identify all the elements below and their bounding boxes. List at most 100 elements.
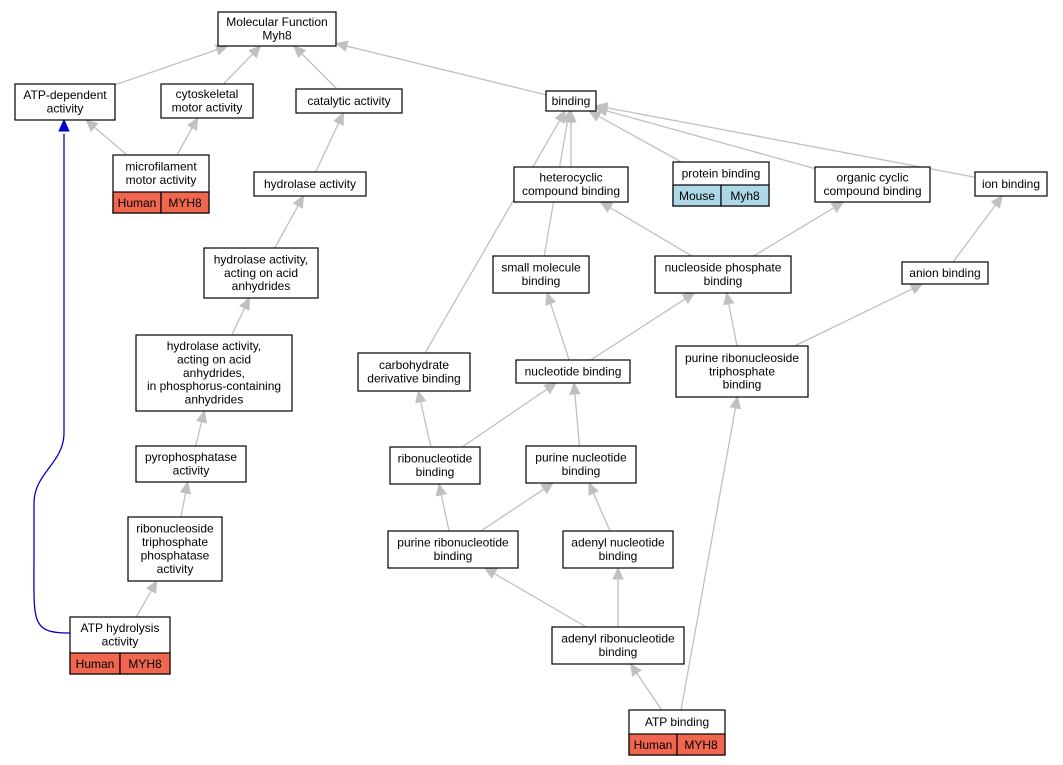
node-label-line: small molecule: [501, 261, 581, 275]
edge-line: [301, 53, 338, 90]
arrowhead-icon: [612, 566, 624, 580]
edge-microfilament-motor-activity-to-atp-dependent-activity: [85, 119, 128, 156]
node-label-line: triphosphate: [709, 364, 775, 378]
node-label-line: ion binding: [982, 177, 1040, 191]
node-box: [295, 88, 403, 114]
edge-line: [680, 407, 737, 711]
edge-cytoskeletal-motor-activity-to-molecular-function: [223, 45, 262, 85]
edge-catalytic-activity-to-molecular-function: [293, 45, 338, 90]
edge-line: [180, 492, 187, 518]
arrowhead-icon: [239, 296, 250, 311]
edge-line: [315, 122, 340, 173]
node-label-line: ATP binding: [645, 715, 709, 729]
edge-hydrolase-phosphorus-anhydrides-to-hydrolase-acid-anhydrides: [231, 296, 250, 336]
mouse-tag-label: Myh8: [730, 189, 760, 203]
node-binding[interactable]: binding: [545, 90, 597, 112]
node-label-line: Molecular Function: [226, 15, 327, 29]
node-anion-binding[interactable]: anion binding: [901, 261, 989, 285]
edge-line: [598, 115, 682, 163]
node-hydrolase-activity[interactable]: hydrolase activity: [253, 171, 367, 197]
node-hydrolase-acid-anhydrides[interactable]: hydrolase activity,acting on acidanhydri…: [203, 247, 319, 299]
edge-line: [636, 672, 663, 711]
node-label-line: anion binding: [909, 266, 980, 280]
arrowhead-icon: [990, 195, 1003, 209]
node-box: [814, 166, 931, 203]
node-catalytic-activity[interactable]: catalytic activity: [295, 88, 403, 114]
arrowhead-icon: [179, 480, 192, 495]
edge-purine-ribonucleoside-triphosphate-binding-to-anion-binding: [794, 283, 924, 347]
node-box: [357, 352, 471, 392]
node-label-line: organic cyclic: [836, 171, 908, 185]
edge-atp-dependent-activity-to-molecular-function: [114, 44, 229, 86]
node-label-line: microfilament: [125, 160, 197, 174]
edge-microfilament-motor-activity-to-cytoskeletal-motor-activity: [176, 116, 199, 156]
arrowhead-icon: [540, 482, 555, 495]
arrowhead-icon: [293, 45, 307, 59]
edge-line: [135, 590, 152, 618]
node-label-line: activity: [157, 562, 194, 576]
mouse-tag-label: Mouse: [679, 189, 715, 203]
arrowhead-icon: [588, 110, 602, 122]
arrowhead-icon: [334, 40, 349, 52]
node-label-line: cytoskeletal: [176, 87, 239, 101]
node-label-line: hydrolase activity: [264, 177, 356, 191]
node-box: [974, 171, 1048, 197]
edge-line: [114, 48, 218, 86]
node-label-line: anhydrides: [232, 279, 291, 293]
human-tag-cell: [160, 191, 210, 214]
edge-ribonucleoside-triphosphate-phosphatase-to-pyrophosphatase-activity: [179, 480, 192, 518]
arrowhead-icon: [292, 194, 304, 209]
node-label-line: phosphatase: [141, 548, 210, 562]
node-box: [901, 261, 989, 285]
node-label-line: binding: [562, 464, 601, 478]
node-box: [654, 255, 792, 294]
edge-line: [574, 393, 581, 447]
node-label-line: in phosphorus-containing: [147, 379, 281, 393]
node-label-line: acting on acid: [177, 352, 251, 366]
edge-line: [33, 134, 71, 634]
node-label-line: adenyl ribonucleotide: [561, 632, 675, 646]
edge-purine-ribonucleoside-triphosphate-binding-to-nucleoside-phosphate-binding: [723, 291, 738, 347]
edge-nucleoside-phosphate-binding-to-organic-cyclic-compound-binding: [753, 201, 845, 257]
mouse-tag-cell: [720, 184, 770, 207]
node-label-line: binding: [416, 465, 455, 479]
edge-line: [952, 204, 997, 263]
arrowhead-icon: [594, 102, 609, 114]
edge-line: [440, 494, 450, 532]
edge-line: [424, 120, 561, 354]
node-box: [551, 626, 685, 665]
node-label-line: carbohydrate: [379, 358, 449, 372]
node-hydrolase-phosphorus-anhydrides[interactable]: hydrolase activity,acting on acidanhydri…: [135, 334, 293, 412]
human-tag-label: Human: [118, 196, 157, 210]
node-label-line: nucleoside phosphate: [665, 261, 782, 275]
edge-organic-cyclic-compound-binding-to-binding: [594, 105, 816, 170]
arrowhead-icon: [415, 389, 427, 404]
node-ion-binding[interactable]: ion binding: [974, 171, 1048, 197]
node-label-line: nucleotide binding: [525, 364, 622, 378]
arrowhead-icon: [543, 382, 558, 395]
node-ribonucleoside-triphosphate-phosphatase[interactable]: ribonucleosidetriphosphatephosphataseact…: [127, 516, 223, 582]
node-nucleotide-binding[interactable]: nucleotide binding: [515, 359, 631, 384]
node-label-line: ATP hydrolysis: [81, 621, 160, 635]
node-label-line: triphosphate: [142, 535, 208, 549]
